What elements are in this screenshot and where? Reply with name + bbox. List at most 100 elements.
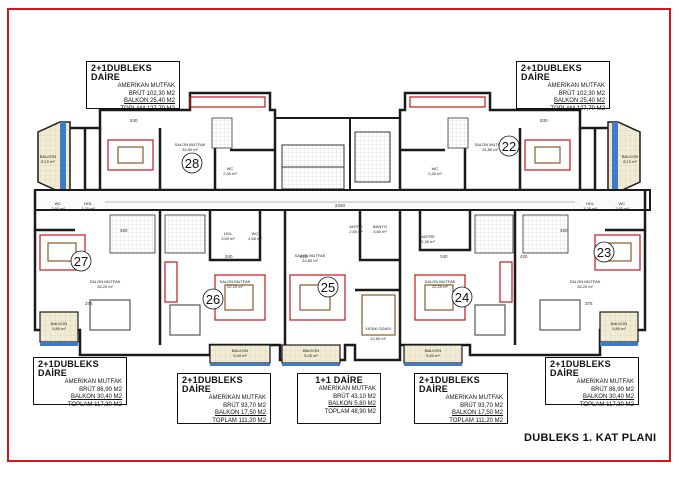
label-salon-22-area: 34,80 m² [482, 147, 498, 152]
unit-balkon: BALKON 25,40 M2 [123, 98, 175, 104]
unit-toplam: TOPLAM 127,70 M2 [550, 105, 605, 112]
info-box-unit-25: 1+1 DAİRE AMERİKAN MUTFAK BRÜT 43,10 M2 … [297, 373, 381, 424]
lower-walls [33, 190, 647, 362]
label-balkon-24: BALKON [425, 348, 441, 353]
unit-kitchen: AMERİKAN MUTFAK [318, 386, 376, 392]
label-salon-27: SALON MUTFAK [90, 279, 121, 284]
unit-brut: BRÜT 102,30 M2 [558, 90, 605, 97]
label-balkon-22: BALKON [622, 154, 638, 159]
label-balkon-26-area: 5,40 m² [233, 353, 247, 358]
unit-toplam: TOPLAM 48,90 M2 [324, 408, 376, 415]
unit-balkon: BALKON 17,50 M2 [451, 410, 503, 416]
info-box-unit-22: 2+1DUBLEKS DAİRE AMERİKAN MUTFAK BRÜT 10… [516, 61, 610, 111]
unit-toplam: TOPLAM 127,70 M2 [120, 105, 175, 112]
label-salon-25: SALON MUTFAK [295, 253, 326, 258]
label-salon-23: SALON MUTFAK [570, 279, 601, 284]
unit-kitchen: AMERİKAN MUTFAK [64, 379, 122, 385]
label-salon-25-area: 24,80 m² [302, 258, 318, 263]
svg-text:460: 460 [560, 228, 568, 233]
label-balkon-23-area: 5,80 m² [612, 326, 626, 331]
unit-kitchen: AMERİKAN MUTFAK [547, 83, 605, 89]
info-box-unit-26: 2+1DUBLEKS DAİRE AMERİKAN MUTFAK BRÜT 93… [177, 373, 271, 424]
svg-text:460: 460 [120, 228, 128, 233]
label-balkon-26: BALKON [232, 348, 248, 353]
svg-text:375: 375 [85, 301, 93, 306]
label-wc-26-area: 2,60 m² [248, 236, 262, 241]
label-balkon-28-area: 8,10 m² [41, 159, 55, 164]
label-antre-25-area: 2,50 m² [349, 229, 363, 234]
label-wc-23: WC [619, 201, 626, 206]
unit-brut: BRÜT 102,30 M2 [128, 90, 175, 97]
unit-title: 1+1 DAİRE [315, 375, 363, 385]
unit-brut: BRÜT 93,70 M2 [460, 402, 503, 409]
info-box-unit-23: 2+1DUBLEKS DAİRE AMERİKAN MUTFAK BRÜT 86… [545, 357, 639, 407]
label-salon-26: SALON MUTFAK [220, 279, 251, 284]
stair-blocks [109, 117, 569, 254]
label-wc-28: WC [227, 166, 234, 171]
label-salon-22: SALON MUTFAK [475, 142, 506, 147]
unit-number-24: 24 [455, 290, 469, 305]
svg-text:340: 340 [440, 254, 448, 259]
unit-kitchen: AMERİKAN MUTFAK [576, 379, 634, 385]
overall-dimension: 2430 [335, 203, 346, 208]
unit-brut: BRÜT 86,90 M2 [591, 386, 634, 393]
unit-number-26: 26 [206, 292, 220, 307]
plan-title: DUBLEKS 1. KAT PLANI [524, 432, 657, 444]
unit-number-23: 23 [597, 245, 611, 260]
label-balkon-22-area: 8,10 m² [623, 159, 637, 164]
label-hol-26: HOL [224, 231, 233, 236]
unit-balkon: BALKON 30,40 M2 [70, 394, 122, 400]
label-hol-26-area: 3,00 m² [221, 236, 235, 241]
label-salon-24-area: 22,20 m² [432, 284, 448, 289]
label-balkon-28: BALKON [40, 154, 56, 159]
unit-kitchen: AMERİKAN MUTFAK [117, 83, 175, 89]
svg-text:530: 530 [130, 118, 138, 123]
label-banyo-25-area: 3,60 m² [373, 229, 387, 234]
svg-text:340: 340 [225, 254, 233, 259]
label-balkon-23: BALKON [611, 321, 627, 326]
unit-toplam: TOPLAM 117,30 M2 [579, 401, 634, 408]
unit-title: 2+1DUBLEKS DAİRE [38, 359, 99, 378]
unit-toplam: TOPLAM 117,30 M2 [67, 401, 122, 408]
label-yatak-25: YATAK ODASI [365, 326, 391, 331]
unit-title: 2+1DUBLEKS DAİRE [419, 375, 480, 394]
unit-kitchen: AMERİKAN MUTFAK [445, 395, 503, 401]
svg-text:415: 415 [300, 254, 308, 259]
info-box-unit-24: 2+1DUBLEKS DAİRE AMERİKAN MUTFAK BRÜT 93… [414, 373, 508, 424]
info-box-unit-28: 2+1DUBLEKS DAİRE AMERİKAN MUTFAK BRÜT 10… [86, 61, 180, 111]
unit-title: 2+1DUBLEKS DAİRE [550, 359, 611, 378]
unit-number-25: 25 [321, 280, 335, 295]
label-yatak-25-area: 12,80 m² [370, 336, 386, 341]
page-frame [7, 8, 671, 462]
unit-brut: BRÜT 93,70 M2 [223, 402, 266, 409]
unit-kitchen: AMERİKAN MUTFAK [208, 395, 266, 401]
label-wc-23-area: 2,60 m² [615, 206, 629, 211]
unit-number-27: 27 [74, 254, 88, 269]
label-salon-27-area: 28,20 m² [97, 284, 113, 289]
unit-number-28: 28 [185, 156, 199, 171]
label-antre-24: ANTRE [421, 234, 435, 239]
svg-text:375: 375 [585, 301, 593, 306]
label-balkon-27: BALKON [51, 321, 67, 326]
label-salon-28-area: 34,80 m² [182, 147, 198, 152]
unit-balkon: BALKON 17,50 M2 [214, 410, 266, 416]
label-banyo-25: BANYO [373, 224, 387, 229]
unit-toplam: TOPLAM 111,20 M2 [449, 417, 503, 424]
label-hol-left-area: 3,20 m² [81, 206, 95, 211]
unit-title: 2+1DUBLEKS DAİRE [91, 63, 152, 82]
label-wc-22-area: 2,40 m² [428, 171, 442, 176]
svg-text:530: 530 [540, 118, 548, 123]
unit-balkon: BALKON 30,40 M2 [582, 394, 634, 400]
label-balkon-25: BALKON [303, 348, 319, 353]
info-box-unit-27: 2+1DUBLEKS DAİRE AMERİKAN MUTFAK BRÜT 86… [33, 357, 127, 407]
unit-balkon: BALKON 5,80 M2 [328, 401, 376, 407]
label-antre-25: ANTRE [349, 224, 363, 229]
unit-number-22: 22 [502, 139, 516, 154]
unit-toplam: TOPLAM 111,20 M2 [212, 417, 266, 424]
label-balkon-24-area: 5,40 m² [426, 353, 440, 358]
label-salon-23-area: 28,20 m² [577, 284, 593, 289]
central-core [274, 117, 401, 195]
label-hol-left: HOL [84, 201, 93, 206]
